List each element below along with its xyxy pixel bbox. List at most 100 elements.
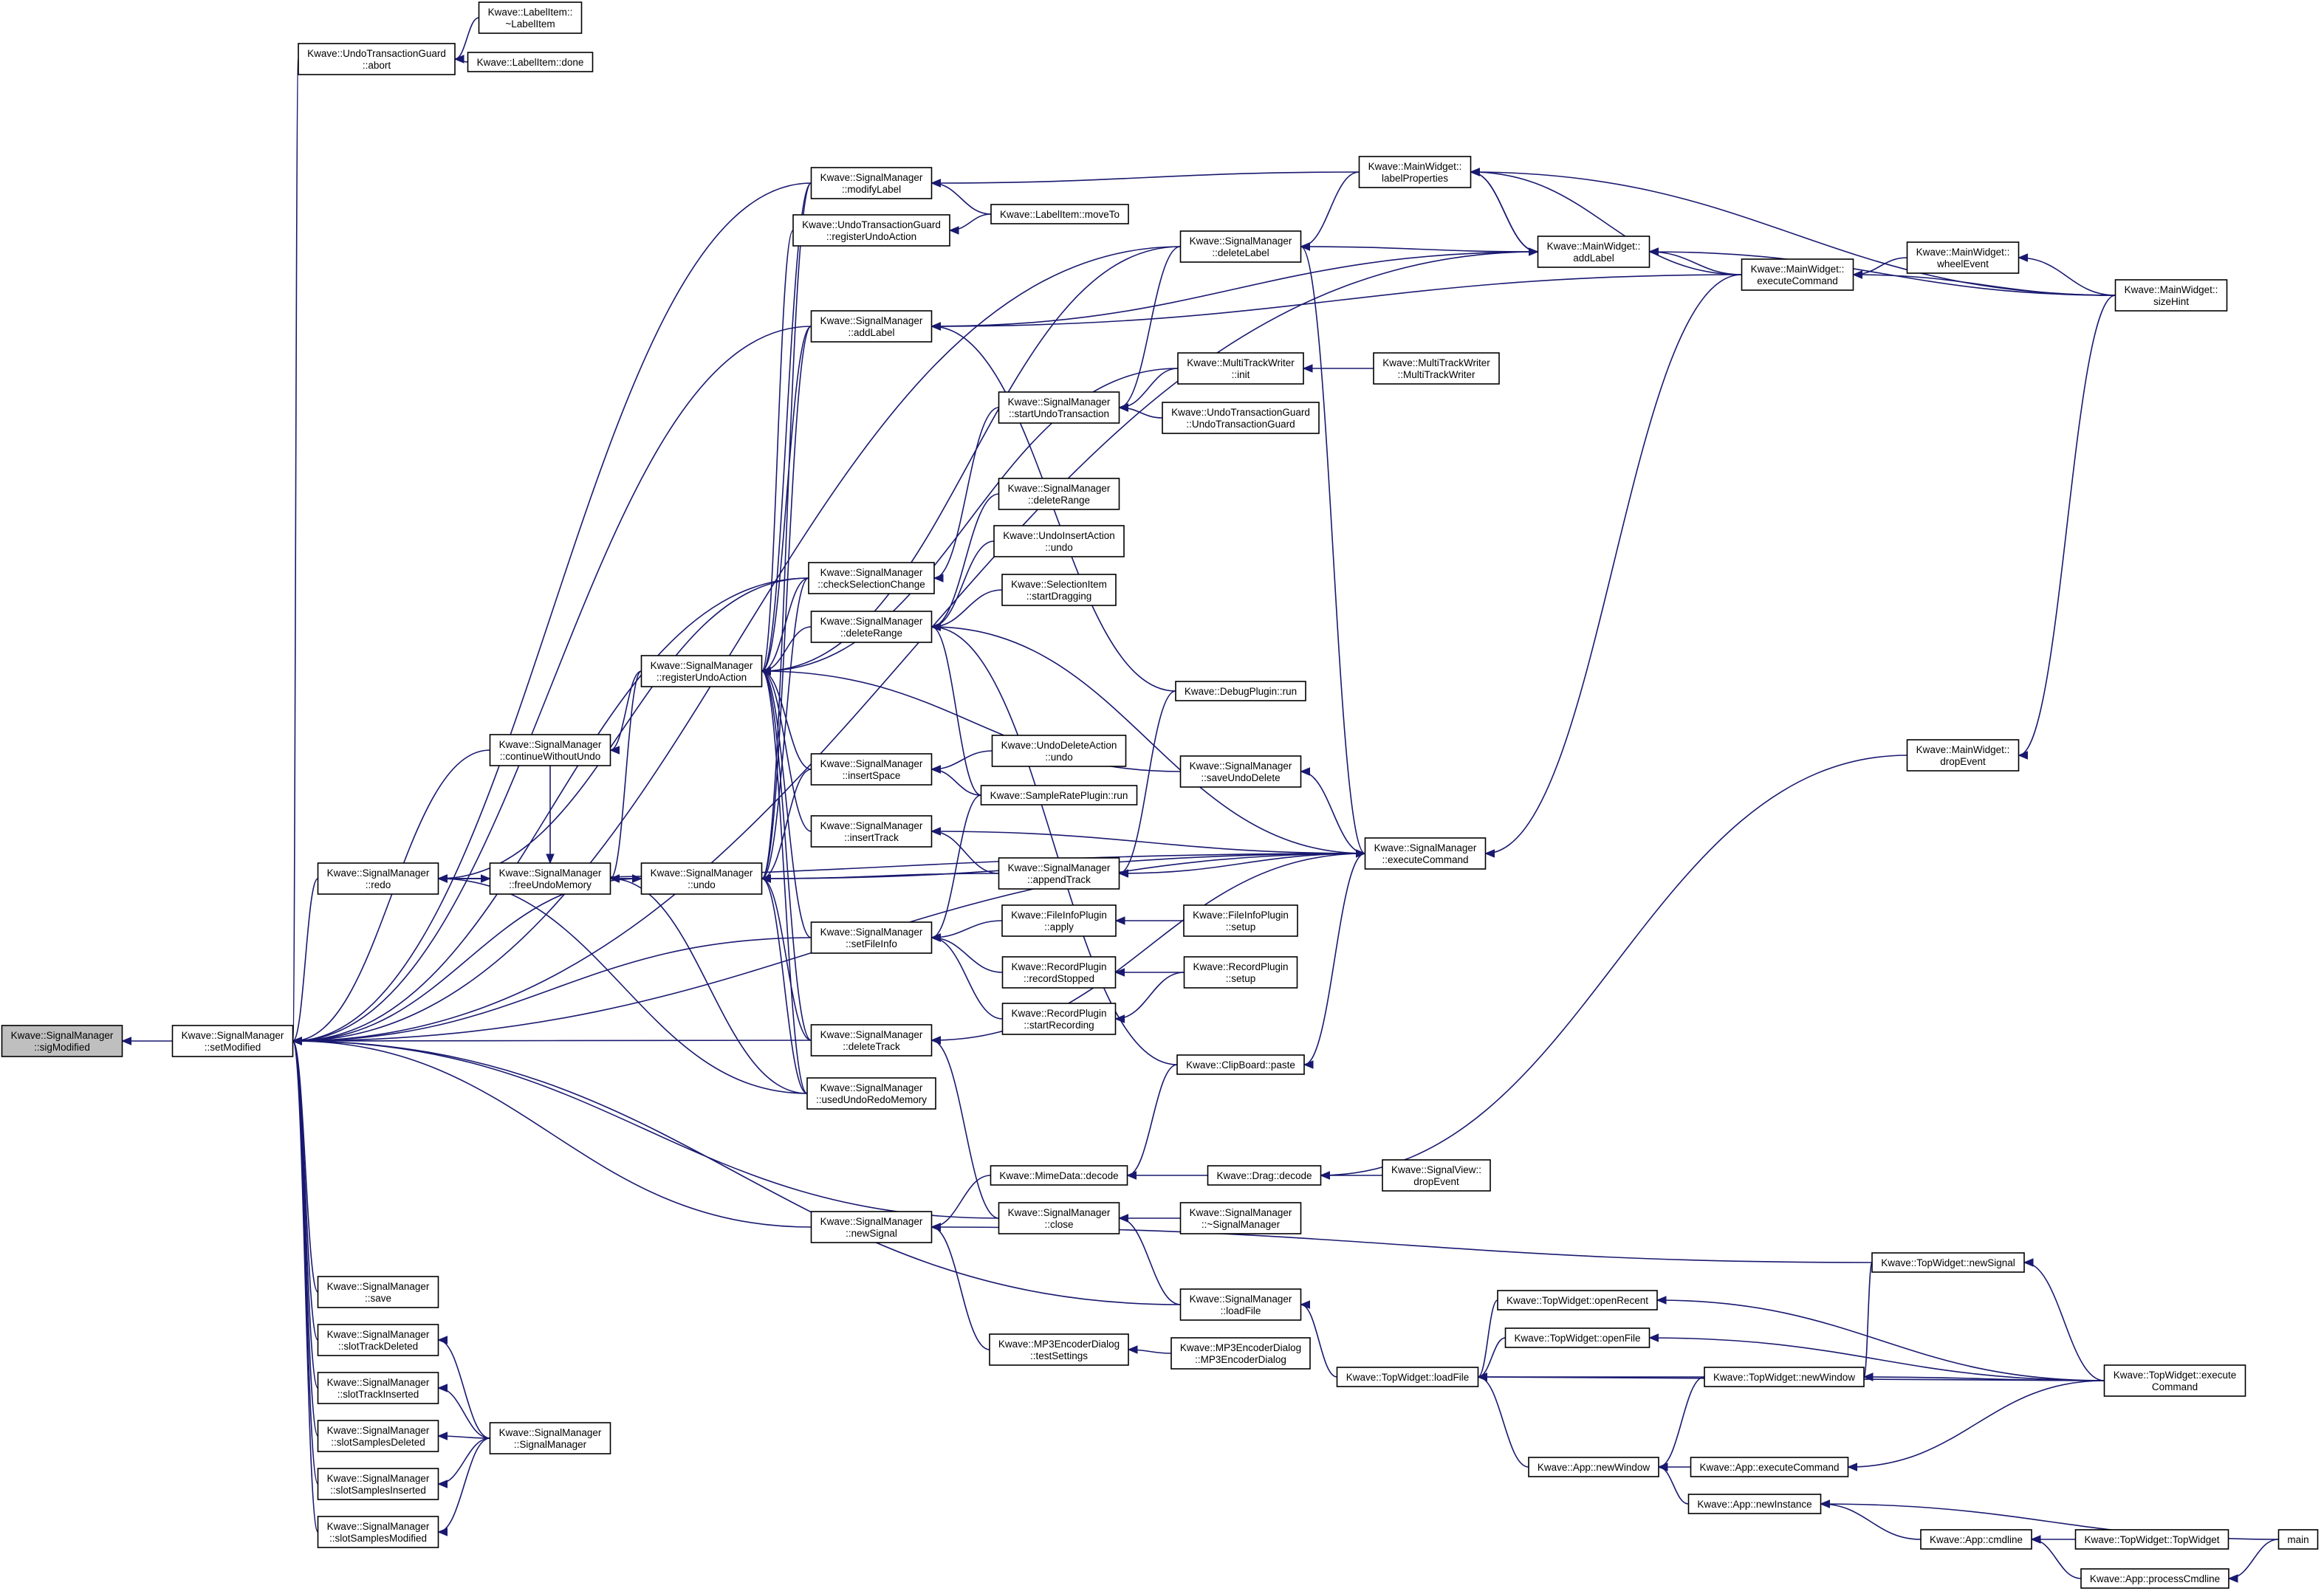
node-sm-dtor[interactable]: Kwave::SignalManager::~SignalManager: [1179, 1202, 1302, 1234]
node-rp-start-recording[interactable]: Kwave::RecordPlugin::startRecording: [1001, 1003, 1117, 1035]
node-mw-execute-command[interactable]: Kwave::MainWidget::executeCommand: [1741, 258, 1854, 291]
node-mtw-ctor[interactable]: Kwave::MultiTrackWriter::MultiTrackWrite…: [1373, 352, 1500, 385]
node-sm-insert-track[interactable]: Kwave::SignalManager::insertTrack: [810, 815, 933, 848]
node-main[interactable]: main: [2277, 1529, 2319, 1550]
node-box: [810, 921, 933, 954]
node-drag-decode[interactable]: Kwave::Drag::decode: [1207, 1165, 1322, 1186]
node-app-process-cmdline[interactable]: Kwave::App::processCmdline: [2080, 1568, 2229, 1589]
node-label-line: ::init: [1232, 369, 1250, 380]
node-sm-slot-samples-deleted[interactable]: Kwave::SignalManager::slotSamplesDeleted: [317, 1420, 439, 1452]
node-box: [998, 391, 1120, 424]
node-sm-continue-without-undo[interactable]: Kwave::SignalManager::continueWithoutUnd…: [489, 734, 611, 766]
node-mp3-ctor[interactable]: Kwave::MP3EncoderDialog::MP3EncoderDialo…: [1170, 1337, 1311, 1370]
node-utg-ctor[interactable]: Kwave::UndoTransactionGuard::UndoTransac…: [1162, 402, 1320, 434]
node-sm-check-selection-change[interactable]: Kwave::SignalManager::checkSelectionChan…: [808, 562, 935, 594]
node-app-cmdline[interactable]: Kwave::App::cmdline: [1920, 1529, 2032, 1550]
node-mw-size-hint[interactable]: Kwave::MainWidget::sizeHint: [2114, 279, 2228, 312]
node-sm-delete-range[interactable]: Kwave::SignalManager::deleteRange: [810, 611, 933, 643]
node-sm-ctor[interactable]: Kwave::SignalManager::SignalManager: [489, 1422, 611, 1454]
node-sm-delete-track[interactable]: Kwave::SignalManager::deleteTrack: [810, 1024, 933, 1057]
node-sm-register-undo-action[interactable]: Kwave::SignalManager::registerUndoAction: [640, 655, 763, 687]
edge-twNewSignal-twExecuteCommand: [2023, 1262, 2105, 1381]
node-sm-redo[interactable]: Kwave::SignalManager::redo: [317, 862, 439, 895]
node-tw-open-recent[interactable]: Kwave::TopWidget::openRecent: [1497, 1290, 1658, 1310]
edge-setModified-smContinueWithoutUndo: [292, 749, 490, 1042]
node-mw-add-label[interactable]: Kwave::MainWidget::addLabel: [1537, 236, 1651, 268]
node-clipboard-paste[interactable]: Kwave::ClipBoard::paste: [1176, 1054, 1305, 1075]
edge-twLoadFile-appNewWindow: [1478, 1376, 1529, 1468]
node-box: [1175, 681, 1306, 701]
node-uia-undo[interactable]: Kwave::UndoInsertAction::undo: [993, 525, 1125, 557]
node-mw-wheel-event[interactable]: Kwave::MainWidget::wheelEvent: [1906, 241, 2020, 274]
node-tw-open-file[interactable]: Kwave::TopWidget::openFile: [1504, 1327, 1651, 1348]
node-tw-new-window[interactable]: Kwave::TopWidget::newWindow: [1704, 1367, 1865, 1387]
arrowhead: [1356, 849, 1366, 858]
node-sm-used-undo-redo-memory[interactable]: Kwave::SignalManager::usedUndoRedoMemory: [806, 1077, 936, 1110]
node-sm-free-undo-memory[interactable]: Kwave::SignalManager::freeUndoMemory: [489, 862, 611, 895]
node-utg-abort[interactable]: Kwave::UndoTransactionGuard::abort: [298, 43, 456, 75]
node-mw-label-properties[interactable]: Kwave::MainWidget::labelProperties: [1358, 156, 1472, 188]
node-sm-start-undo-transaction[interactable]: Kwave::SignalManager::startUndoTransacti…: [998, 391, 1120, 424]
node-box: [489, 734, 611, 766]
node-debug-plugin-run[interactable]: Kwave::DebugPlugin::run: [1175, 681, 1306, 701]
node-sv-drop-event[interactable]: Kwave::SignalView::dropEvent: [1382, 1159, 1491, 1192]
node-tw-ctor[interactable]: Kwave::TopWidget::TopWidget: [2074, 1529, 2229, 1550]
node-tw-execute-command[interactable]: Kwave::TopWidget::executeCommand: [2103, 1364, 2246, 1397]
node-fip-setup[interactable]: Kwave::FileInfoPlugin::setup: [1183, 904, 1298, 937]
node-label-line: Kwave::SignalManager: [1008, 396, 1111, 408]
node-sm-undo[interactable]: Kwave::SignalManager::undo: [640, 862, 763, 895]
node-mime-data-decode[interactable]: Kwave::MimeData::decode: [990, 1165, 1128, 1186]
node-sm-modify-label[interactable]: Kwave::SignalManager::modifyLabel: [810, 167, 933, 199]
node-sm-slot-samples-modified[interactable]: Kwave::SignalManager::slotSamplesModifie…: [317, 1516, 439, 1548]
node-sig-modified[interactable]: Kwave::SignalManager::sigModified: [1, 1025, 123, 1057]
node-sm-execute-command[interactable]: Kwave::SignalManager::executeCommand: [1364, 837, 1487, 870]
node-sm-set-file-info[interactable]: Kwave::SignalManager::setFileInfo: [810, 921, 933, 954]
node-app-new-instance[interactable]: Kwave::App::newInstance: [1687, 1494, 1822, 1514]
node-label-item-done[interactable]: Kwave::LabelItem::done: [467, 52, 594, 72]
edge-smCheckSelectionChange-smStartUndoTransaction: [933, 407, 999, 579]
node-mw-drop-event[interactable]: Kwave::MainWidget::dropEvent: [1906, 739, 2020, 772]
node-sm-new-signal[interactable]: Kwave::SignalManager::newSignal: [810, 1211, 933, 1243]
node-label-line: Kwave::RecordPlugin: [1011, 961, 1106, 972]
node-mp3-test-settings[interactable]: Kwave::MP3EncoderDialog::testSettings: [989, 1333, 1129, 1366]
node-label-line: ::undo: [688, 879, 716, 890]
node-rp-record-stopped[interactable]: Kwave::RecordPlugin::recordStopped: [1001, 956, 1117, 989]
node-utg-register-undo-action[interactable]: Kwave::UndoTransactionGuard::registerUnd…: [792, 214, 950, 247]
node-label-line: Kwave::SignalManager: [820, 315, 923, 326]
node-rp-setup[interactable]: Kwave::RecordPlugin::setup: [1183, 956, 1298, 989]
node-box: [1001, 956, 1117, 989]
node-uda-undo[interactable]: Kwave::UndoDeleteAction::undo: [991, 735, 1127, 767]
node-sm-slot-track-deleted[interactable]: Kwave::SignalManager::slotTrackDeleted: [317, 1324, 439, 1356]
node-sm-delete-label[interactable]: Kwave::SignalManager::deleteLabel: [1179, 230, 1302, 263]
node-tw-new-signal[interactable]: Kwave::TopWidget::newSignal: [1871, 1252, 2025, 1273]
node-label-line: ::SignalManager: [514, 1439, 587, 1450]
node-sm-save[interactable]: Kwave::SignalManager::save: [317, 1276, 439, 1308]
node-sm-save-undo-delete[interactable]: Kwave::SignalManager::saveUndoDelete: [1179, 755, 1302, 788]
node-label-item-move-to[interactable]: Kwave::LabelItem::moveTo: [990, 204, 1129, 224]
node-sm-delete-range2[interactable]: Kwave::SignalManager::deleteRange: [998, 478, 1120, 510]
node-box: [998, 1202, 1120, 1234]
node-set-modified[interactable]: Kwave::SignalManager::setModified: [171, 1025, 294, 1057]
node-sample-rate-plugin-run[interactable]: Kwave::SampleRatePlugin::run: [980, 785, 1138, 805]
node-tw-load-file[interactable]: Kwave::TopWidget::loadFile: [1336, 1367, 1479, 1387]
arrowhead: [761, 667, 771, 676]
node-sm-close[interactable]: Kwave::SignalManager::close: [998, 1202, 1120, 1234]
arrowhead: [1320, 1171, 1330, 1180]
node-app-execute-command[interactable]: Kwave::App::executeCommand: [1690, 1457, 1849, 1477]
node-fip-apply[interactable]: Kwave::FileInfoPlugin::apply: [1001, 904, 1117, 937]
node-label-line: ::setup: [1226, 921, 1256, 932]
node-label-line: ::MultiTrackWriter: [1397, 369, 1475, 380]
node-mtw-init[interactable]: Kwave::MultiTrackWriter::init: [1177, 352, 1304, 385]
node-label-item-dtor[interactable]: Kwave::LabelItem::~LabelItem: [478, 1, 583, 34]
node-sm-slot-track-inserted[interactable]: Kwave::SignalManager::slotTrackInserted: [317, 1372, 439, 1404]
node-sm-load-file[interactable]: Kwave::SignalManager::loadFile: [1179, 1288, 1302, 1321]
node-sm-add-label[interactable]: Kwave::SignalManager::addLabel: [810, 310, 933, 343]
node-si-start-dragging[interactable]: Kwave::SelectionItem::startDragging: [1001, 574, 1117, 606]
node-app-new-window[interactable]: Kwave::App::newWindow: [1528, 1457, 1659, 1477]
node-sm-append-track[interactable]: Kwave::SignalManager::appendTrack: [998, 857, 1120, 890]
node-sm-slot-samples-inserted[interactable]: Kwave::SignalManager::slotSamplesInserte…: [317, 1468, 439, 1500]
edge-mwExecuteCommand-mwSizeHint: [1853, 274, 2116, 296]
node-box: [998, 857, 1120, 890]
node-label-line: Kwave::App::executeCommand: [1699, 1462, 1839, 1473]
node-sm-insert-space[interactable]: Kwave::SignalManager::insertSpace: [810, 753, 933, 786]
